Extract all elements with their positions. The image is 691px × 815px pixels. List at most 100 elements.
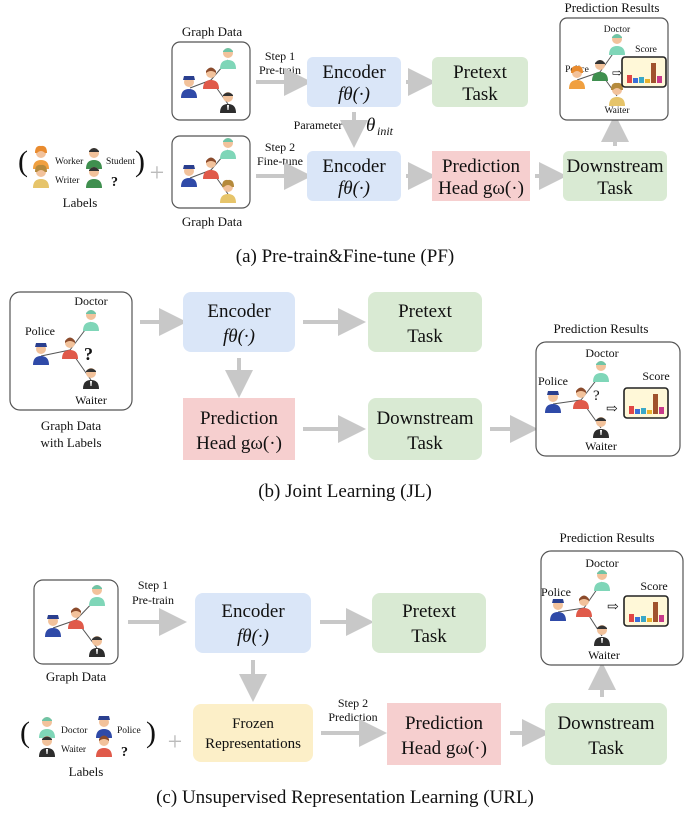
graph-data-top-label: Graph Data bbox=[182, 24, 243, 39]
downstream-line2: Task bbox=[597, 178, 633, 199]
plus-sign: + bbox=[150, 158, 165, 187]
prediction-results-title: Prediction Results bbox=[565, 0, 660, 15]
caption-b: (b) Joint Learning (JL) bbox=[258, 481, 432, 502]
step2-line2: Fine-tune bbox=[257, 154, 303, 168]
encoder-box bbox=[183, 292, 295, 352]
pretext-line2: Task bbox=[407, 326, 443, 347]
parameter-label: Parameter bbox=[294, 118, 343, 132]
result-waiter: Waiter bbox=[604, 106, 630, 116]
label-writer: Writer bbox=[55, 176, 80, 186]
question-mark: ? bbox=[593, 388, 600, 404]
section-c: Graph Data Step 1 Pre-train Encoder fθ(·… bbox=[20, 530, 684, 808]
plus-sign: + bbox=[168, 727, 183, 756]
encoder-bottom-formula: fθ(·) bbox=[338, 178, 370, 199]
graph-line1: Graph Data bbox=[41, 418, 102, 433]
labels-caption: Labels bbox=[63, 195, 98, 210]
prediction-head-box bbox=[387, 703, 501, 765]
prediction-results-title: Prediction Results bbox=[560, 530, 655, 545]
result-police: Police bbox=[541, 585, 571, 599]
prediction-head-box bbox=[432, 151, 530, 201]
arrow-to-score-icon: ⇨ bbox=[612, 66, 622, 80]
step2-line2: Prediction bbox=[328, 710, 377, 724]
graph-data-label: Graph Data bbox=[46, 669, 107, 684]
encoder-formula: fθ(·) bbox=[223, 326, 255, 347]
score-chart-icon bbox=[621, 56, 667, 88]
frozen-line2: Representations bbox=[205, 736, 301, 752]
labels-close-paren: ) bbox=[135, 145, 145, 178]
downstream-line2: Task bbox=[588, 738, 624, 759]
caption-a: (a) Pre-train&Fine-tune (PF) bbox=[236, 246, 454, 267]
downstream-line2: Task bbox=[407, 433, 443, 454]
waiter-icon bbox=[39, 736, 55, 757]
pred-head-line1: Prediction bbox=[200, 408, 279, 429]
labels-open-paren: ( bbox=[20, 716, 30, 749]
score-chart-icon bbox=[623, 595, 669, 627]
step1-line2: Pre-train bbox=[132, 593, 174, 607]
pred-head-line1: Prediction bbox=[405, 713, 484, 734]
node-police-label: Police bbox=[25, 324, 55, 338]
arrow-to-score-icon: ⇨ bbox=[607, 600, 619, 615]
node-doctor-label: Doctor bbox=[74, 294, 107, 308]
prediction-results-box bbox=[559, 17, 669, 121]
score-chart-icon bbox=[623, 387, 669, 419]
result-score: Score bbox=[635, 45, 657, 55]
frozen-representations-box bbox=[193, 704, 313, 762]
pretext-task-box bbox=[372, 593, 486, 653]
pretext-line2: Task bbox=[411, 626, 447, 647]
downstream-task-box bbox=[563, 151, 667, 201]
result-score: Score bbox=[642, 369, 669, 383]
encoder-top-title: Encoder bbox=[322, 62, 386, 83]
downstream-line1: Downstream bbox=[376, 408, 473, 429]
graph-line2: with Labels bbox=[40, 435, 101, 450]
prediction-results-box bbox=[535, 341, 681, 457]
pred-head-line2: Head gω(·) bbox=[438, 178, 524, 199]
labels-open-paren: ( bbox=[18, 145, 28, 178]
result-police: Police bbox=[538, 374, 568, 388]
encoder-top-box bbox=[307, 57, 401, 107]
prediction-results-box bbox=[540, 550, 684, 666]
person-icon bbox=[86, 167, 102, 188]
student-icon bbox=[86, 148, 102, 169]
theta-symbol: θ bbox=[366, 115, 375, 136]
result-doctor: Doctor bbox=[585, 556, 618, 570]
label-doctor: Doctor bbox=[61, 726, 88, 736]
label-worker: Worker bbox=[55, 157, 84, 167]
result-score: Score bbox=[640, 579, 667, 593]
result-waiter: Waiter bbox=[588, 648, 620, 662]
frozen-line1: Frozen bbox=[232, 716, 274, 732]
label-waiter: Waiter bbox=[61, 745, 87, 755]
labels-close-paren: ) bbox=[146, 716, 156, 749]
pred-head-line1: Prediction bbox=[442, 156, 521, 177]
step1-line1: Step 1 bbox=[138, 578, 168, 592]
step1-line1: Step 1 bbox=[265, 49, 295, 63]
downstream-line1: Downstream bbox=[557, 713, 654, 734]
section-a: Graph Data Step 1 Pre-train Encoder fθ(·… bbox=[18, 0, 669, 267]
encoder-formula: fθ(·) bbox=[237, 626, 269, 647]
pretext-line1: Pretext bbox=[398, 301, 453, 322]
pretext-task-box bbox=[368, 292, 482, 352]
police-icon bbox=[96, 716, 112, 738]
result-waiter: Waiter bbox=[585, 439, 617, 453]
encoder-box bbox=[195, 593, 311, 653]
label-police: Police bbox=[117, 726, 141, 736]
result-doctor: Doctor bbox=[585, 346, 618, 360]
section-b: Doctor Police Waiter ? Graph Data with L… bbox=[9, 291, 681, 502]
encoder-bottom-title: Encoder bbox=[322, 156, 386, 177]
encoder-title: Encoder bbox=[221, 601, 285, 622]
pred-head-line2: Head gω(·) bbox=[401, 738, 487, 759]
prediction-head-box bbox=[183, 398, 295, 460]
theta-subscript: init bbox=[377, 124, 394, 138]
node-waiter-label: Waiter bbox=[75, 393, 107, 407]
downstream-task-box bbox=[545, 703, 667, 765]
label-question: ? bbox=[111, 175, 118, 190]
arrow-to-score-icon: ⇨ bbox=[606, 402, 618, 417]
pretext-task-box bbox=[432, 57, 528, 107]
downstream-task-box bbox=[368, 398, 482, 460]
step1-line2: Pre-train bbox=[259, 63, 301, 77]
pred-head-line2: Head gω(·) bbox=[196, 433, 282, 454]
doctor-icon bbox=[39, 717, 55, 738]
encoder-title: Encoder bbox=[207, 301, 271, 322]
graph-data-bottom-label: Graph Data bbox=[182, 214, 243, 229]
pretext-line1: Pretext bbox=[453, 62, 508, 83]
